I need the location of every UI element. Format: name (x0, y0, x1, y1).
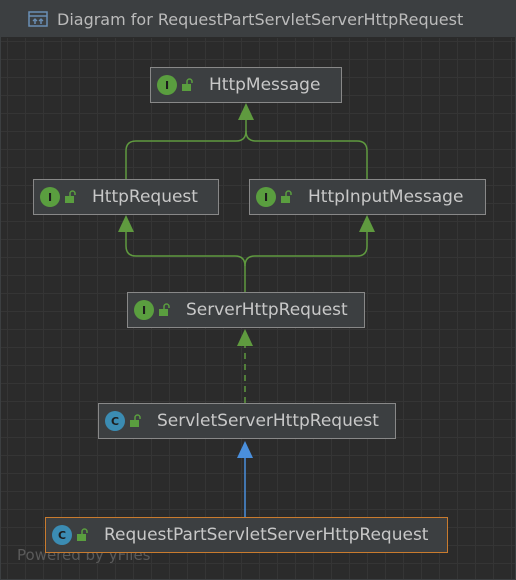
unlocked-public-icon (159, 303, 170, 316)
unlocked-public-icon (281, 190, 292, 203)
unlocked-public-icon (77, 528, 88, 541)
unlocked-public-icon (65, 190, 76, 203)
unlocked-public-icon (182, 78, 193, 91)
interface-icon: I (157, 75, 177, 95)
node-httpmessage[interactable]: I HttpMessage (150, 67, 342, 103)
arrowhead-httprequest (118, 215, 134, 232)
node-servletserverhttprequest[interactable]: C ServletServerHttpRequest (98, 403, 396, 439)
node-serverhttprequest[interactable]: I ServerHttpRequest (127, 292, 365, 328)
node-label: HttpInputMessage (308, 187, 464, 207)
node-label: RequestPartServletServerHttpRequest (104, 525, 429, 545)
interface-icon: I (134, 300, 154, 320)
node-requestpartservletserverhttprequest[interactable]: C RequestPartServletServerHttpRequest (45, 517, 448, 553)
edge-httprequest-to-httpmessage (125, 119, 247, 179)
window-title: Diagram for RequestPartServletServerHttp… (57, 9, 464, 29)
edge-serverhttprequest-to-httpinputmessage (244, 232, 368, 267)
arrowhead-serverhttprequest (237, 329, 253, 346)
class-icon: C (52, 525, 72, 545)
class-diagram-icon (28, 11, 48, 27)
arrowhead-httpinputmessage (359, 215, 375, 232)
arrowhead-httpmessage (238, 103, 254, 120)
unlocked-public-icon (130, 414, 141, 427)
arrowhead-servletserverhttprequest (237, 441, 253, 458)
node-httprequest[interactable]: I HttpRequest (33, 179, 219, 215)
interface-icon: I (256, 187, 276, 207)
node-label: HttpRequest (92, 187, 198, 207)
edge-serverhttprequest-to-httprequest (125, 232, 246, 292)
edge-httpinputmessage-to-httpmessage (245, 130, 368, 179)
node-label: HttpMessage (209, 75, 321, 95)
node-label: ServletServerHttpRequest (157, 411, 379, 431)
interface-icon: I (40, 187, 60, 207)
title-bar: Diagram for RequestPartServletServerHttp… (1, 1, 515, 38)
node-label: ServerHttpRequest (186, 300, 348, 320)
class-icon: C (105, 411, 125, 431)
node-httpinputmessage[interactable]: I HttpInputMessage (249, 179, 486, 215)
